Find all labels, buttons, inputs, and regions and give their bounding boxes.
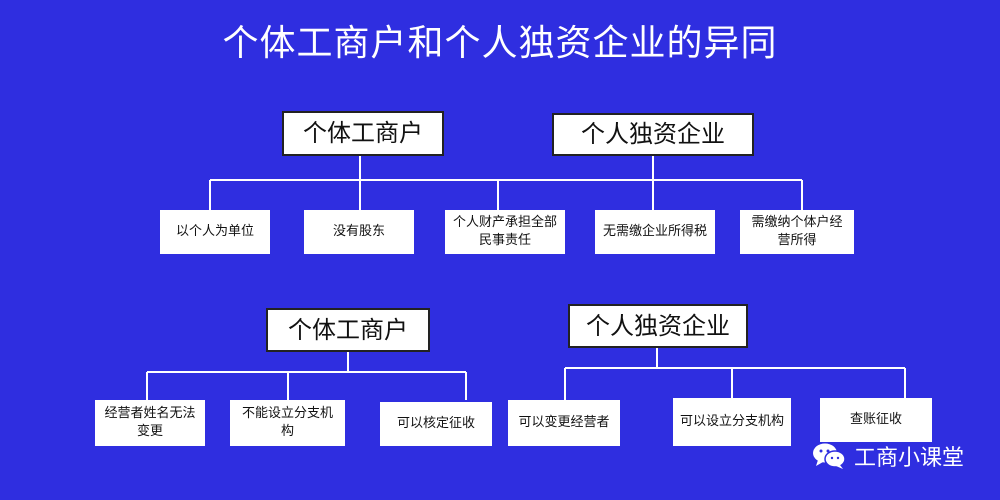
brand-label: 工商小课堂 — [853, 446, 964, 471]
leaf-audit-collection: 查账征收 — [820, 398, 932, 442]
leaf-no-shareholders: 没有股东 — [304, 210, 414, 254]
leaf-assessed-collection: 可以核定征收 — [380, 402, 492, 446]
page-title: 个体工商户和个人独资企业的异同 — [222, 23, 778, 64]
head-individual-business-top: 个体工商户 — [282, 111, 444, 156]
brand-watermark: 工商小课堂 — [812, 440, 964, 472]
head-sole-proprietorship-top: 个人独资企业 — [552, 113, 754, 156]
leaf-individual-unit: 以个人为单位 — [160, 210, 270, 254]
leaf-name-cannot-change: 经营者姓名无法变更 — [95, 400, 205, 446]
leaf-can-change-operator: 可以变更经营者 — [508, 400, 620, 446]
leaf-business-income-tax: 需缴纳个体户经营所得 — [740, 210, 854, 254]
head-individual-business-bottom: 个体工商户 — [266, 308, 430, 352]
head-sole-proprietorship-bottom: 个人独资企业 — [568, 304, 748, 348]
leaf-no-branches: 不能设立分支机构 — [230, 400, 345, 446]
leaf-no-corporate-tax: 无需缴企业所得税 — [595, 210, 715, 254]
leaf-can-set-branches: 可以设立分支机构 — [673, 398, 791, 446]
leaf-personal-liability: 个人财产承担全部民事责任 — [445, 210, 565, 254]
wechat-icon — [812, 442, 846, 470]
